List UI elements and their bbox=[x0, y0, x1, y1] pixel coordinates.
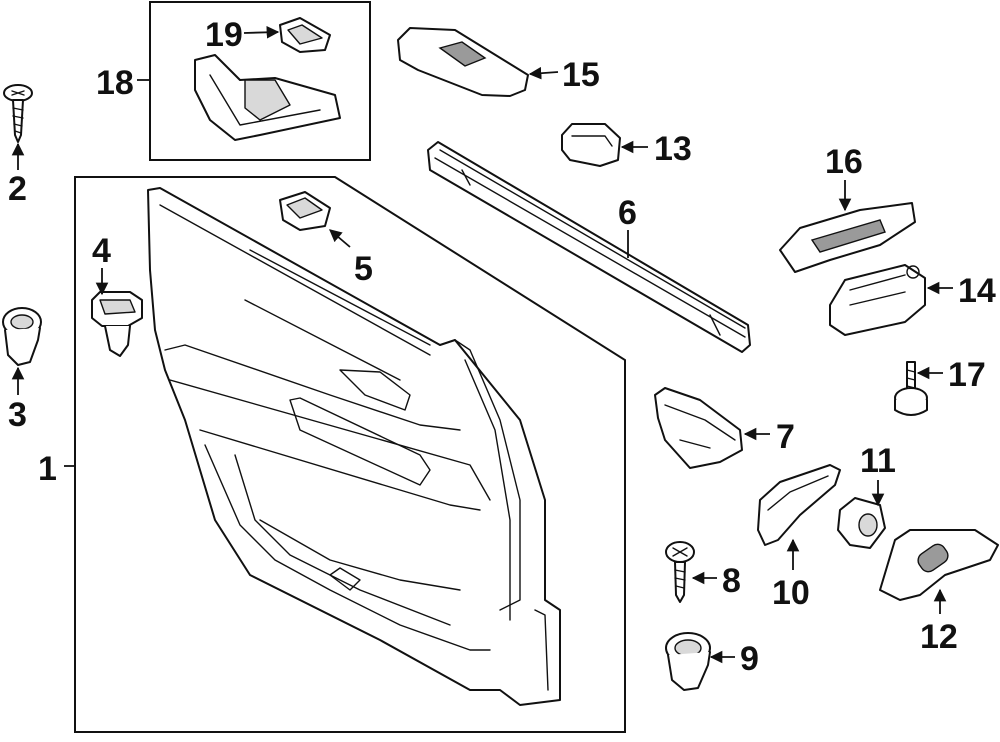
door-panel-frame bbox=[74, 176, 626, 733]
callout-9: 9 bbox=[740, 640, 759, 678]
weatherstrip-6 bbox=[427, 141, 751, 353]
callout-3: 3 bbox=[8, 396, 27, 434]
trim-piece-12 bbox=[879, 529, 999, 601]
callout-13: 13 bbox=[654, 130, 692, 168]
bolt-17 bbox=[894, 361, 928, 416]
grommet-9 bbox=[665, 632, 711, 691]
callout-7: 7 bbox=[776, 418, 795, 456]
callout-18: 18 bbox=[96, 64, 134, 102]
bracket-7 bbox=[654, 387, 743, 469]
switch-bezel-16 bbox=[779, 202, 916, 273]
retainer-clip-5 bbox=[279, 191, 331, 231]
callout-17: 17 bbox=[948, 356, 986, 394]
callout-10: 10 bbox=[772, 574, 810, 612]
switch-11 bbox=[837, 497, 886, 549]
trim-bezel-18 bbox=[194, 54, 341, 141]
callout-16: 16 bbox=[825, 143, 863, 181]
screw-2 bbox=[3, 84, 33, 143]
callout-14: 14 bbox=[958, 272, 996, 310]
callout-12: 12 bbox=[920, 618, 958, 656]
screw-8 bbox=[665, 541, 695, 603]
grommet-3 bbox=[2, 307, 42, 366]
inset-frame bbox=[149, 1, 371, 161]
switch-pack-14 bbox=[829, 264, 926, 336]
callout-2: 2 bbox=[8, 170, 27, 208]
callout-8: 8 bbox=[722, 562, 741, 600]
handle-bezel-10 bbox=[757, 464, 841, 546]
callout-11: 11 bbox=[860, 442, 896, 480]
clip-4 bbox=[91, 291, 143, 357]
leader-lines bbox=[11, 26, 953, 664]
callout-5: 5 bbox=[354, 250, 373, 288]
callout-1: 1 bbox=[38, 450, 57, 488]
clip-19 bbox=[279, 17, 331, 53]
callout-15: 15 bbox=[562, 56, 600, 94]
callout-6: 6 bbox=[618, 194, 637, 232]
callout-labels: 1 2 3 4 5 6 7 8 9 10 11 12 13 14 15 16 1… bbox=[8, 16, 996, 678]
switch-bezel-15 bbox=[397, 27, 529, 97]
callout-19: 19 bbox=[205, 16, 243, 54]
door-trim-panel bbox=[147, 187, 561, 706]
callout-4: 4 bbox=[92, 232, 111, 270]
switch-13 bbox=[561, 123, 621, 167]
